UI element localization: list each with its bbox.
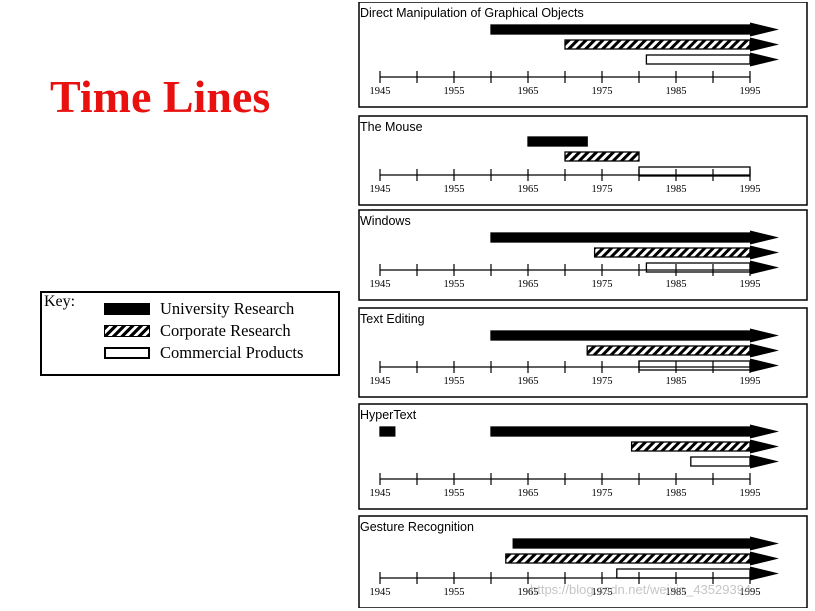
commercial-bar — [638, 360, 751, 371]
x-tick-label: 1975 — [592, 376, 613, 387]
x-tick-label: 1975 — [592, 587, 613, 598]
panel-title: Gesture Recognition — [360, 520, 474, 534]
continuation-arrow — [750, 37, 779, 52]
timeline-panel: HyperText 1945 1955 1965 1975 1985 1995 — [358, 403, 808, 510]
timeline-panel: Text Editing 1945 1955 1965 1975 1985 1995 — [358, 307, 808, 398]
x-tick-label: 1965 — [518, 376, 539, 387]
x-tick-label: 1975 — [592, 488, 613, 499]
continuation-arrow — [750, 454, 779, 469]
university-bar — [379, 426, 396, 437]
x-tick-label: 1965 — [518, 86, 539, 97]
corporate-bar — [630, 441, 751, 452]
corporate-bar — [505, 553, 751, 564]
corporate-bar — [564, 151, 640, 162]
x-tick-label: 1985 — [666, 376, 687, 387]
x-tick-label: 1945 — [370, 184, 391, 195]
university-bar — [490, 426, 751, 437]
university-bar — [490, 330, 751, 341]
x-tick-label: 1965 — [518, 279, 539, 290]
continuation-arrow — [750, 22, 779, 37]
continuation-arrow — [750, 260, 779, 275]
panel-title: The Mouse — [360, 120, 423, 134]
x-tick-label: 1985 — [666, 279, 687, 290]
university-bar — [512, 538, 751, 549]
continuation-arrow — [750, 439, 779, 454]
commercial-bar — [645, 54, 751, 65]
panel-title: Windows — [360, 214, 411, 228]
x-tick-label: 1955 — [444, 376, 465, 387]
timeline-svg: Direct Manipulation of Graphical Objects… — [358, 2, 808, 608]
timeline-panel: Gesture Recognition 1945 1955 1965 1975 1985 1… — [358, 515, 808, 608]
x-tick-label: 1985 — [666, 86, 687, 97]
x-tick-label: 1975 — [592, 279, 613, 290]
timeline-charts: Direct Manipulation of Graphical Objects… — [358, 2, 808, 608]
x-tick-label: 1995 — [740, 587, 761, 598]
corporate-bar — [586, 345, 751, 356]
continuation-arrow — [750, 230, 779, 245]
x-tick-label: 1955 — [444, 587, 465, 598]
commercial-bar — [616, 568, 751, 579]
key-item-university: University Research — [104, 299, 334, 319]
x-tick-label: 1985 — [666, 488, 687, 499]
x-tick-label: 1965 — [518, 587, 539, 598]
panel-title: HyperText — [360, 408, 417, 422]
x-tick-label: 1985 — [666, 587, 687, 598]
continuation-arrow — [750, 551, 779, 566]
commercial-bar — [645, 262, 751, 273]
x-tick-label: 1995 — [740, 376, 761, 387]
timeline-panel: Windows 1945 1955 1965 1975 1985 1995 — [358, 209, 808, 301]
continuation-arrow — [750, 52, 779, 67]
timeline-panel: Direct Manipulation of Graphical Objects… — [358, 2, 808, 108]
continuation-arrow — [750, 566, 779, 581]
x-tick-label: 1945 — [370, 86, 391, 97]
x-tick-label: 1965 — [518, 184, 539, 195]
x-tick-label: 1995 — [740, 279, 761, 290]
panel-title: Text Editing — [360, 312, 425, 326]
corporate-swatch — [104, 325, 150, 337]
university-bar — [490, 232, 751, 243]
university-bar — [490, 24, 751, 35]
continuation-arrow — [750, 328, 779, 343]
x-tick-label: 1955 — [444, 279, 465, 290]
key-item-label: Commercial Products — [160, 343, 304, 362]
x-tick-label: 1995 — [740, 86, 761, 97]
corporate-bar — [593, 247, 751, 258]
x-tick-label: 1995 — [740, 488, 761, 499]
commercial-bar — [690, 456, 751, 467]
x-tick-label: 1975 — [592, 86, 613, 97]
x-tick-label: 1955 — [444, 86, 465, 97]
legend-key: Key: University Research Corporate Resea… — [40, 291, 340, 376]
x-tick-label: 1995 — [740, 184, 761, 195]
x-tick-label: 1985 — [666, 184, 687, 195]
x-tick-label: 1945 — [370, 488, 391, 499]
continuation-arrow — [750, 358, 779, 373]
slide-title: Time Lines — [50, 71, 271, 122]
continuation-arrow — [750, 343, 779, 358]
key-item-commercial: Commercial Products — [104, 343, 334, 363]
key-item-label: University Research — [160, 299, 295, 318]
panel-title: Direct Manipulation of Graphical Objects — [360, 6, 584, 20]
x-tick-label: 1955 — [444, 184, 465, 195]
key-item-corporate: Corporate Research — [104, 321, 334, 341]
x-tick-label: 1955 — [444, 488, 465, 499]
x-tick-label: 1945 — [370, 279, 391, 290]
timeline-panel: The Mouse 1945 1955 1965 1975 1985 1995 — [358, 115, 808, 206]
key-label: Key: — [44, 293, 76, 310]
continuation-arrow — [750, 245, 779, 260]
university-swatch — [104, 303, 150, 315]
x-tick-label: 1965 — [518, 488, 539, 499]
continuation-arrow — [750, 424, 779, 439]
continuation-arrow — [750, 536, 779, 551]
x-tick-label: 1945 — [370, 376, 391, 387]
commercial-swatch — [104, 347, 150, 359]
x-tick-label: 1945 — [370, 587, 391, 598]
x-tick-label: 1975 — [592, 184, 613, 195]
key-item-label: Corporate Research — [160, 321, 291, 340]
corporate-bar — [564, 39, 751, 50]
university-bar — [527, 136, 588, 147]
